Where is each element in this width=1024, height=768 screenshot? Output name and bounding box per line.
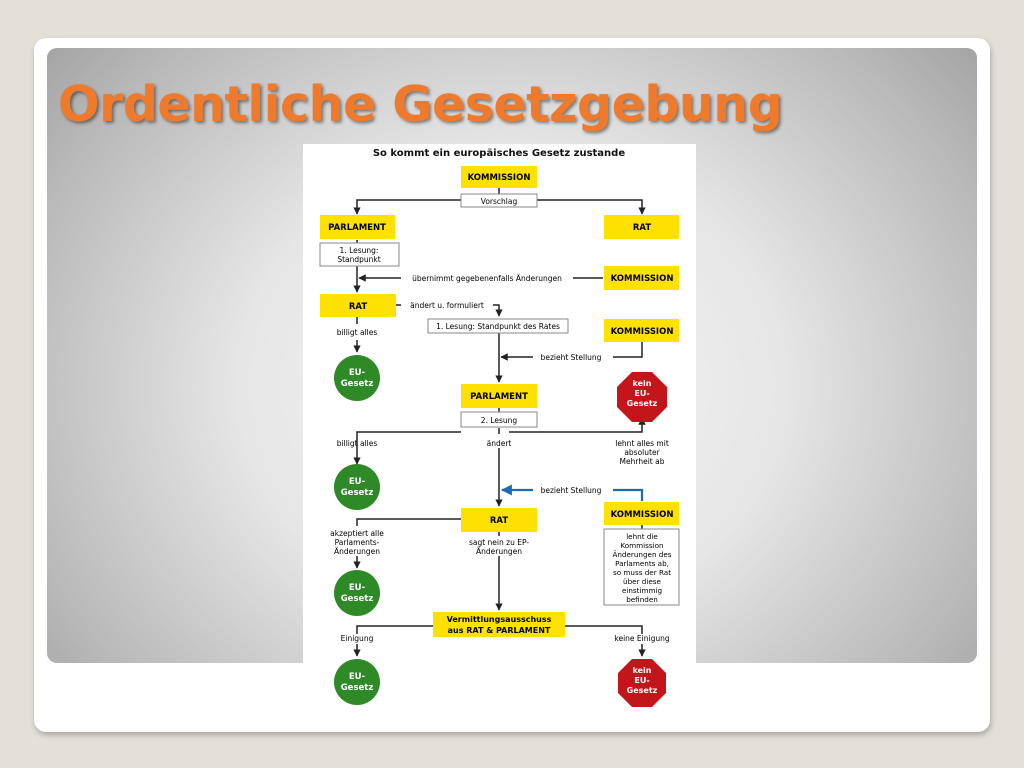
kommission-3: KOMMISSION — [611, 327, 674, 337]
parlament-2: PARLAMENT — [470, 392, 528, 402]
diagram-title: So kommt ein europäisches Gesetz zustand… — [373, 148, 625, 159]
legislation-flowchart: So kommt ein europäisches Gesetz zustand… — [303, 144, 696, 710]
label-keine-einigung: keine Einigung — [614, 634, 669, 643]
kein-gesetz-2-line2: EU- — [634, 676, 649, 685]
kein-gesetz-1-line3: Gesetz — [627, 399, 658, 408]
blue-arrow — [500, 484, 644, 501]
kommission-top: KOMMISSION — [468, 173, 531, 183]
kommission-4: KOMMISSION — [611, 510, 674, 520]
vorschlag-label: Vorschlag — [481, 197, 518, 206]
label-aendert: ändert — [487, 439, 512, 448]
label-akzeptiert-line2: Parlaments- — [335, 538, 380, 547]
eu-gesetz-2-line2: Gesetz — [341, 488, 374, 498]
kein-gesetz-1-line2: EU- — [634, 389, 649, 398]
label-uebernimmt: übernimmt gegebenenfalls Änderungen — [412, 274, 562, 283]
lesung2: 2. Lesung — [481, 416, 518, 425]
kommission-2: KOMMISSION — [611, 274, 674, 284]
slide-title: Ordentliche Gesetzgebung — [58, 76, 783, 133]
eu-gesetz-4-line1: EU- — [349, 672, 366, 682]
eu-gesetz-1-line1: EU- — [349, 368, 366, 378]
note-line2: Kommission — [620, 541, 663, 550]
lesung1-parl-line1: 1. Lesung: — [340, 246, 379, 255]
note-line4: Parlaments ab, — [615, 559, 669, 568]
kein-gesetz-2-line1: kein — [633, 666, 652, 675]
lesung1-rat: 1. Lesung: Standpunkt des Rates — [436, 322, 560, 331]
rat-top: RAT — [633, 223, 651, 233]
note-line3: Änderungen des — [612, 550, 671, 559]
note-line5: so muss der Rat — [613, 568, 671, 577]
label-sagt-nein-line2: Änderungen — [476, 547, 522, 556]
lesung1-parl-line2: Standpunkt — [337, 255, 380, 264]
label-bezieht-1: bezieht Stellung — [541, 353, 602, 362]
eu-gesetz-2-line1: EU- — [349, 477, 366, 487]
rat-1: RAT — [349, 302, 367, 312]
parlament-1: PARLAMENT — [328, 223, 386, 233]
label-akzeptiert-line3: Änderungen — [334, 547, 380, 556]
label-billigt-2: billigt alles — [337, 439, 378, 448]
label-einigung: Einigung — [341, 634, 374, 643]
vermittlung-line2: aus RAT & PARLAMENT — [448, 626, 551, 635]
note-line1: lehnt die — [626, 532, 658, 541]
label-lehnt-ab-line3: Mehrheit ab — [620, 457, 665, 466]
eu-gesetz-3-line2: Gesetz — [341, 594, 374, 604]
label-billigt-1: billigt alles — [337, 328, 378, 337]
note-line8: befinden — [626, 595, 658, 604]
eu-gesetz-3-line1: EU- — [349, 583, 366, 593]
label-lehnt-ab-line1: lehnt alles mit — [615, 439, 669, 448]
label-aendert-formuliert: ändert u. formuliert — [410, 301, 484, 310]
note-line6: über diese — [623, 577, 662, 586]
kein-gesetz-2-line3: Gesetz — [627, 686, 658, 695]
eu-gesetz-4-line2: Gesetz — [341, 683, 374, 693]
connectors — [353, 188, 646, 657]
label-bezieht-2: bezieht Stellung — [541, 486, 602, 495]
vermittlung-line1: Vermittlungsausschuss — [447, 615, 552, 624]
kein-gesetz-1-line1: kein — [633, 379, 652, 388]
label-akzeptiert-line1: akzeptiert alle — [330, 529, 384, 538]
rat-2: RAT — [490, 516, 508, 526]
note-line7: einstimmig — [622, 586, 662, 595]
label-sagt-nein-line1: sagt nein zu EP- — [469, 538, 529, 547]
label-lehnt-ab-line2: absoluter — [624, 448, 660, 457]
eu-gesetz-1-line2: Gesetz — [341, 379, 374, 389]
